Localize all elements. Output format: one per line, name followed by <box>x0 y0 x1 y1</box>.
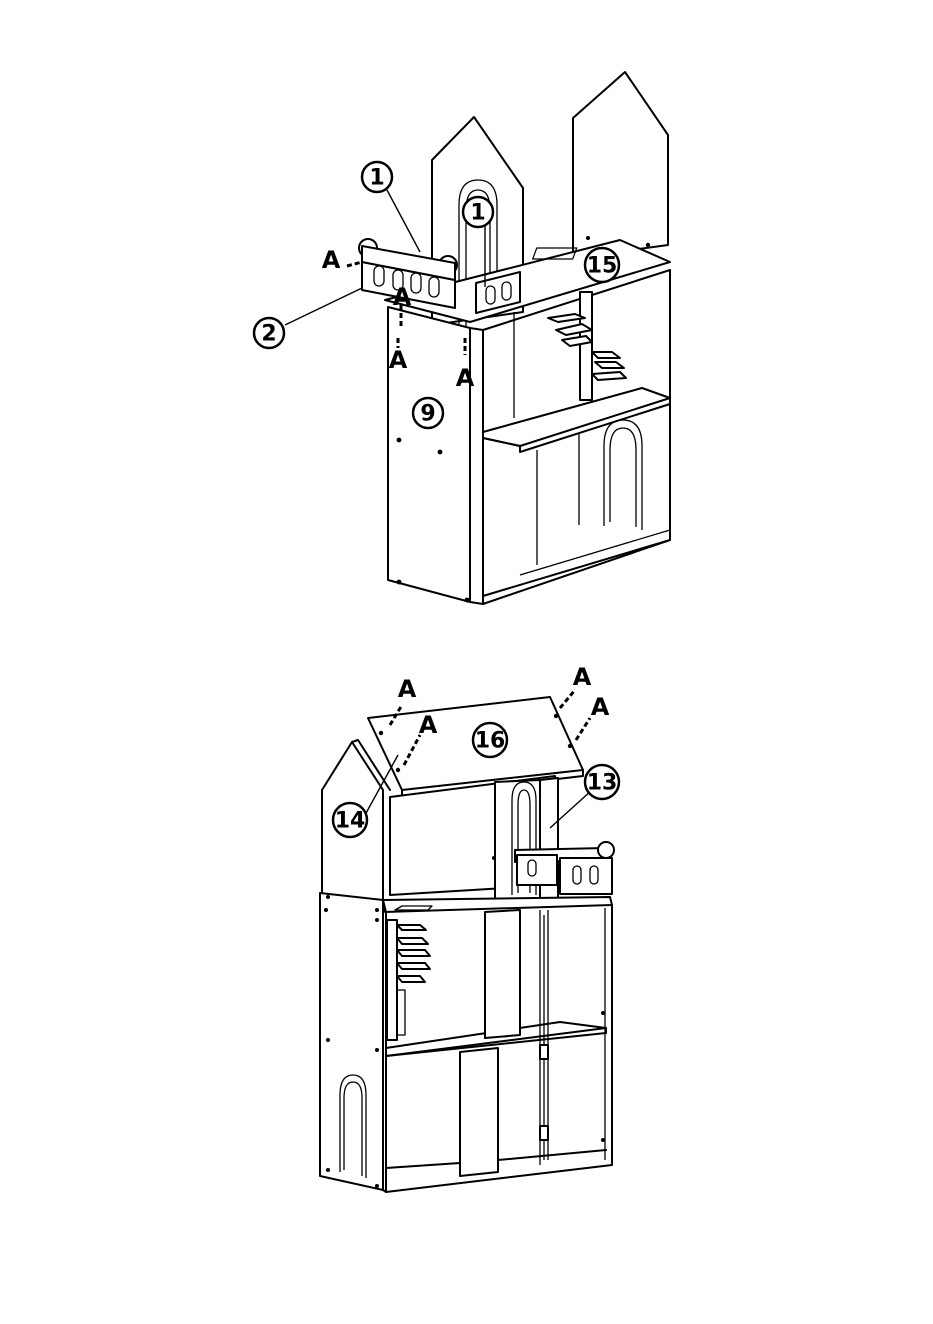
screw-label-a: A <box>591 693 610 721</box>
svg-text:14: 14 <box>335 809 366 834</box>
svg-text:16: 16 <box>475 729 506 754</box>
callout-part-2: 2 <box>254 318 284 348</box>
screw-label-a: A <box>573 663 592 691</box>
callout-part-16: 16 <box>473 723 507 757</box>
screw-label-a: A <box>419 711 438 739</box>
screw-label-a: A <box>389 346 408 374</box>
callout-part-15: 15 <box>585 248 619 282</box>
svg-text:1: 1 <box>369 166 384 191</box>
step1-illustration <box>285 72 670 604</box>
svg-text:13: 13 <box>587 771 618 796</box>
svg-text:15: 15 <box>587 254 618 279</box>
screw-label-a: A <box>322 246 341 274</box>
svg-text:2: 2 <box>261 322 276 347</box>
callout-part-1a: 1 <box>362 162 392 192</box>
svg-text:1: 1 <box>470 201 485 226</box>
callout-part-13: 13 <box>585 765 619 799</box>
screw-label-a: A <box>393 283 412 311</box>
screw-label-a: A <box>456 364 475 392</box>
step2-illustration <box>320 690 614 1192</box>
callout-part-1b: 1 <box>463 197 493 227</box>
spiral-staircase <box>548 292 626 400</box>
callout-part-14: 14 <box>333 803 367 837</box>
spiral-staircase <box>387 920 430 1040</box>
screw-label-a: A <box>398 675 417 703</box>
svg-text:9: 9 <box>420 402 435 427</box>
callout-part-9: 9 <box>413 398 443 428</box>
